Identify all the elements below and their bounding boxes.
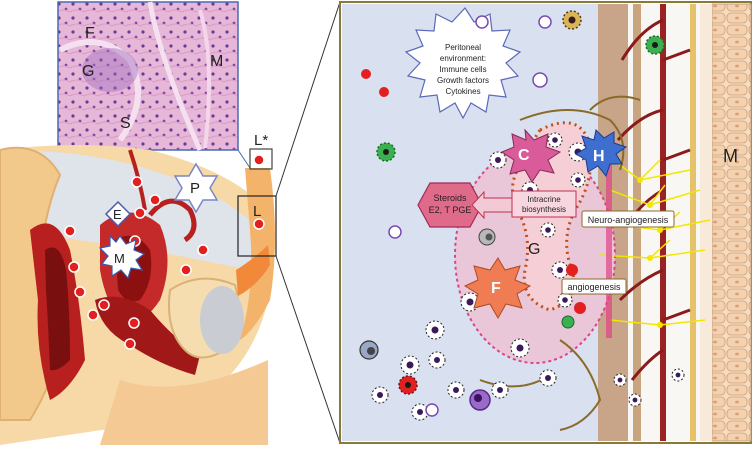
hist-label-m: M <box>210 53 223 70</box>
immune-cell <box>371 386 389 404</box>
histology-inset: F G S M <box>57 1 239 152</box>
peritoneal-line-5: Cytokines <box>445 87 480 96</box>
nerve-node <box>637 177 643 183</box>
implant-dot <box>124 338 136 350</box>
angiogenesis-box <box>561 278 627 295</box>
granulocyte <box>388 225 402 239</box>
angiogenesis-label: angiogenesis <box>567 282 621 292</box>
granulocyte <box>532 72 548 88</box>
immune-cell <box>570 172 586 188</box>
immune-cell <box>540 222 556 238</box>
endometrium-diamond-icon <box>104 200 132 228</box>
immune-cell <box>491 381 509 399</box>
granulocyte <box>425 403 439 417</box>
h-star-icon <box>575 128 628 178</box>
intracrine-box <box>511 190 577 218</box>
implant-dot <box>253 154 265 166</box>
nerve-nodes <box>637 177 663 328</box>
peritoneal-starburst-icon <box>404 7 522 120</box>
lesion-box-l-star <box>249 148 273 170</box>
green-cell-icon <box>561 315 575 329</box>
intracrine-line-1: Intracrine <box>527 195 561 204</box>
granulocytes <box>388 15 552 417</box>
steroids-line-1: Steroids <box>433 193 467 203</box>
implant-dot <box>134 207 146 219</box>
anatomy-implants <box>64 154 265 350</box>
hist-label-g: G <box>82 63 94 80</box>
anatomy-label-m: M <box>114 251 125 266</box>
lesion-label-g: G <box>528 241 540 258</box>
peritoneal-line-4: Growth factors <box>437 76 489 85</box>
nerve-node <box>647 255 653 261</box>
intracrine-line-2: biosynthesis <box>522 205 566 214</box>
zoom-line-top <box>275 1 341 197</box>
steroids-line-2: E2, T PGE <box>429 205 472 215</box>
anatomy-label-l: L <box>253 203 261 220</box>
lesion-label-h: H <box>593 148 605 165</box>
neuro-angiogenesis-box <box>581 210 675 228</box>
granulocyte <box>475 15 489 29</box>
anatomy-label-l-star: L* <box>254 132 268 149</box>
hist-label-s: S <box>120 115 131 132</box>
implant-dot <box>68 261 80 273</box>
sprouting-fibers <box>479 95 641 431</box>
detail-panel: Peritoneal environment: Immune cells Gro… <box>339 1 752 444</box>
immune-cells <box>371 132 685 421</box>
immune-cell <box>489 151 507 169</box>
implant-dot <box>180 264 192 276</box>
immune-cell <box>539 369 557 387</box>
steroids-badge <box>417 182 483 228</box>
immune-cell <box>425 320 445 340</box>
implant-dot <box>197 244 209 256</box>
peritoneal-line-2: environment: <box>440 54 486 63</box>
implant-dot <box>253 218 265 230</box>
erythrocyte-icon <box>574 302 586 314</box>
immune-cell <box>400 355 420 375</box>
implant-dot <box>98 299 110 311</box>
c-star-icon <box>500 128 562 183</box>
f-star-icon <box>463 257 532 320</box>
lesion-box-l <box>237 195 277 257</box>
implant-dot <box>64 225 76 237</box>
anatomy-label-p: P <box>190 180 200 197</box>
immune-cell <box>613 373 627 387</box>
peritoneal-line-3: Immune cells <box>439 65 486 74</box>
peritoneum-star-icon <box>173 162 219 214</box>
immune-cell <box>510 338 530 358</box>
anatomy-label-e: E <box>113 207 122 222</box>
granulocyte <box>538 15 552 29</box>
nerve-node <box>657 322 663 328</box>
immune-cell <box>428 351 446 369</box>
erythrocyte-icon <box>566 264 578 276</box>
biosynthesis-arrow <box>471 190 513 220</box>
myometrium-burst-icon <box>98 234 146 280</box>
erythrocyte-icon <box>379 87 389 97</box>
implant-dot <box>87 309 99 321</box>
immune-cell <box>628 393 642 407</box>
inset-connector <box>237 149 251 169</box>
lesion-label-f: F <box>491 280 501 297</box>
lesion-label-c: C <box>518 147 530 164</box>
implant-dot <box>74 286 86 298</box>
immune-cell <box>547 132 563 148</box>
erythrocyte-icon <box>361 69 371 79</box>
neuro-angiogenesis-label: Neuro-angiogenesis <box>588 215 669 225</box>
nerve-node <box>647 202 653 208</box>
immune-cell <box>551 261 569 279</box>
hist-label-f: F <box>85 25 95 42</box>
implant-dot <box>128 317 140 329</box>
muscle-label-m: M <box>723 146 738 166</box>
immune-cell <box>671 368 685 382</box>
implant-dot <box>149 194 161 206</box>
nerve-node <box>657 227 663 233</box>
peritoneal-line-1: Peritoneal <box>445 43 481 52</box>
pelvic-anatomy: P E M L* L <box>0 132 277 445</box>
immune-cell <box>557 292 573 308</box>
immune-cell <box>447 381 465 399</box>
implant-dot <box>131 176 143 188</box>
zoom-line-bottom <box>275 255 341 444</box>
